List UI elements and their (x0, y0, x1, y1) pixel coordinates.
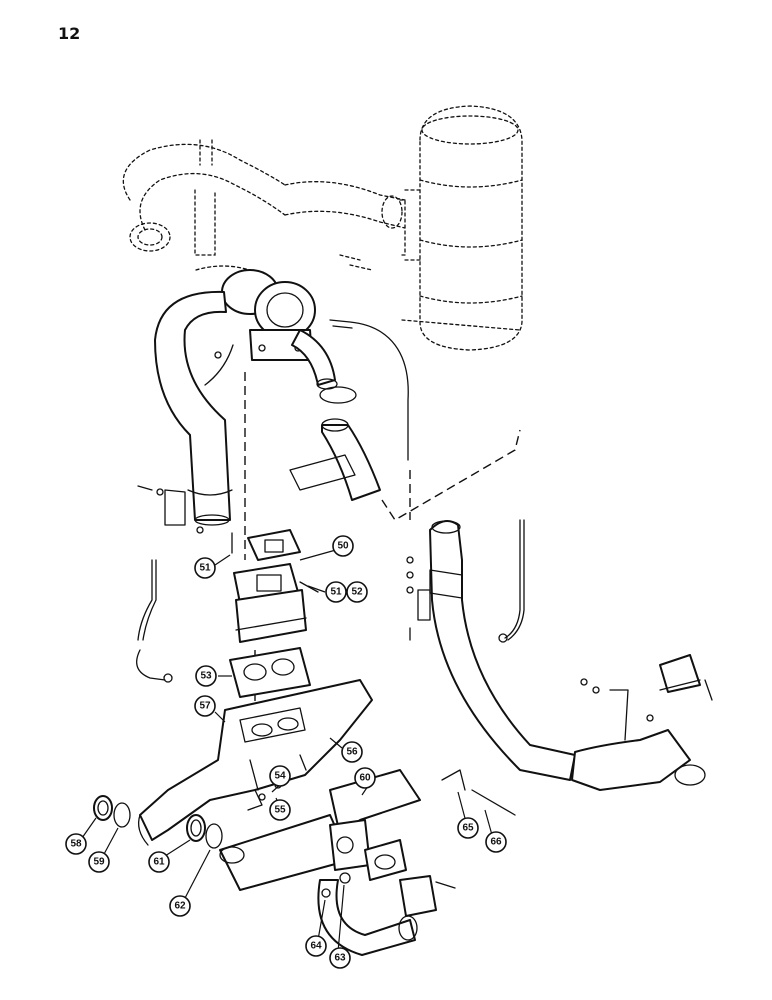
callout-50: 50 (332, 535, 354, 557)
callout-64: 64 (305, 935, 327, 957)
exhaust-adapter (233, 563, 307, 643)
lower-elbow-pipe (317, 839, 437, 956)
callout-56: 56 (341, 741, 363, 763)
svg-text:51: 51 (199, 563, 211, 574)
callout-51-upper: 51 (194, 557, 216, 579)
callout-54: 54 (269, 765, 291, 787)
crossover-manifold (219, 769, 421, 891)
svg-text:56: 56 (346, 747, 358, 758)
exhaust-manifold (137, 679, 373, 846)
callout-65: 65 (457, 817, 479, 839)
callout-61: 61 (148, 851, 170, 873)
support-rod-left (136, 559, 173, 683)
pipe-rings (93, 795, 223, 849)
callout-53: 53 (195, 665, 217, 687)
callout-51-52: 51 52 (325, 581, 368, 603)
tailpipe (417, 520, 706, 791)
callout-55: 55 (269, 799, 291, 821)
callout-62: 62 (169, 895, 191, 917)
svg-text:60: 60 (359, 773, 371, 784)
gasket-lower (229, 647, 311, 698)
svg-text:57: 57 (199, 701, 211, 712)
svg-text:66: 66 (490, 837, 502, 848)
exhaust-riser-pipe (137, 290, 233, 526)
oil-line (204, 319, 409, 461)
svg-text:53: 53 (200, 671, 212, 682)
callout-57: 57 (194, 695, 216, 717)
page-number: 12 (58, 24, 81, 43)
svg-text:58: 58 (70, 839, 82, 850)
svg-text:63: 63 (334, 953, 346, 964)
svg-text:55: 55 (274, 805, 286, 816)
svg-text:64: 64 (310, 941, 322, 952)
callout-66: 66 (485, 831, 507, 853)
svg-text:59: 59 (93, 857, 105, 868)
callout-59: 59 (88, 851, 110, 873)
air-cleaner-outline (399, 105, 523, 351)
callout-58: 58 (65, 833, 87, 855)
outlet-pipe-elbow (289, 386, 381, 501)
svg-text:52: 52 (351, 587, 363, 598)
svg-text:65: 65 (462, 823, 474, 834)
gasket-upper (247, 529, 301, 561)
callout-63: 63 (329, 947, 351, 969)
turbocharger (221, 269, 338, 390)
svg-text:54: 54 (274, 771, 286, 782)
svg-text:62: 62 (174, 901, 186, 912)
intake-duct-outline (122, 139, 406, 276)
callout-60: 60 (354, 767, 376, 789)
svg-text:50: 50 (337, 541, 349, 552)
svg-text:61: 61 (153, 857, 165, 868)
svg-text:51: 51 (330, 587, 342, 598)
support-rod-right (498, 519, 525, 643)
mounting-bracket (659, 654, 713, 701)
